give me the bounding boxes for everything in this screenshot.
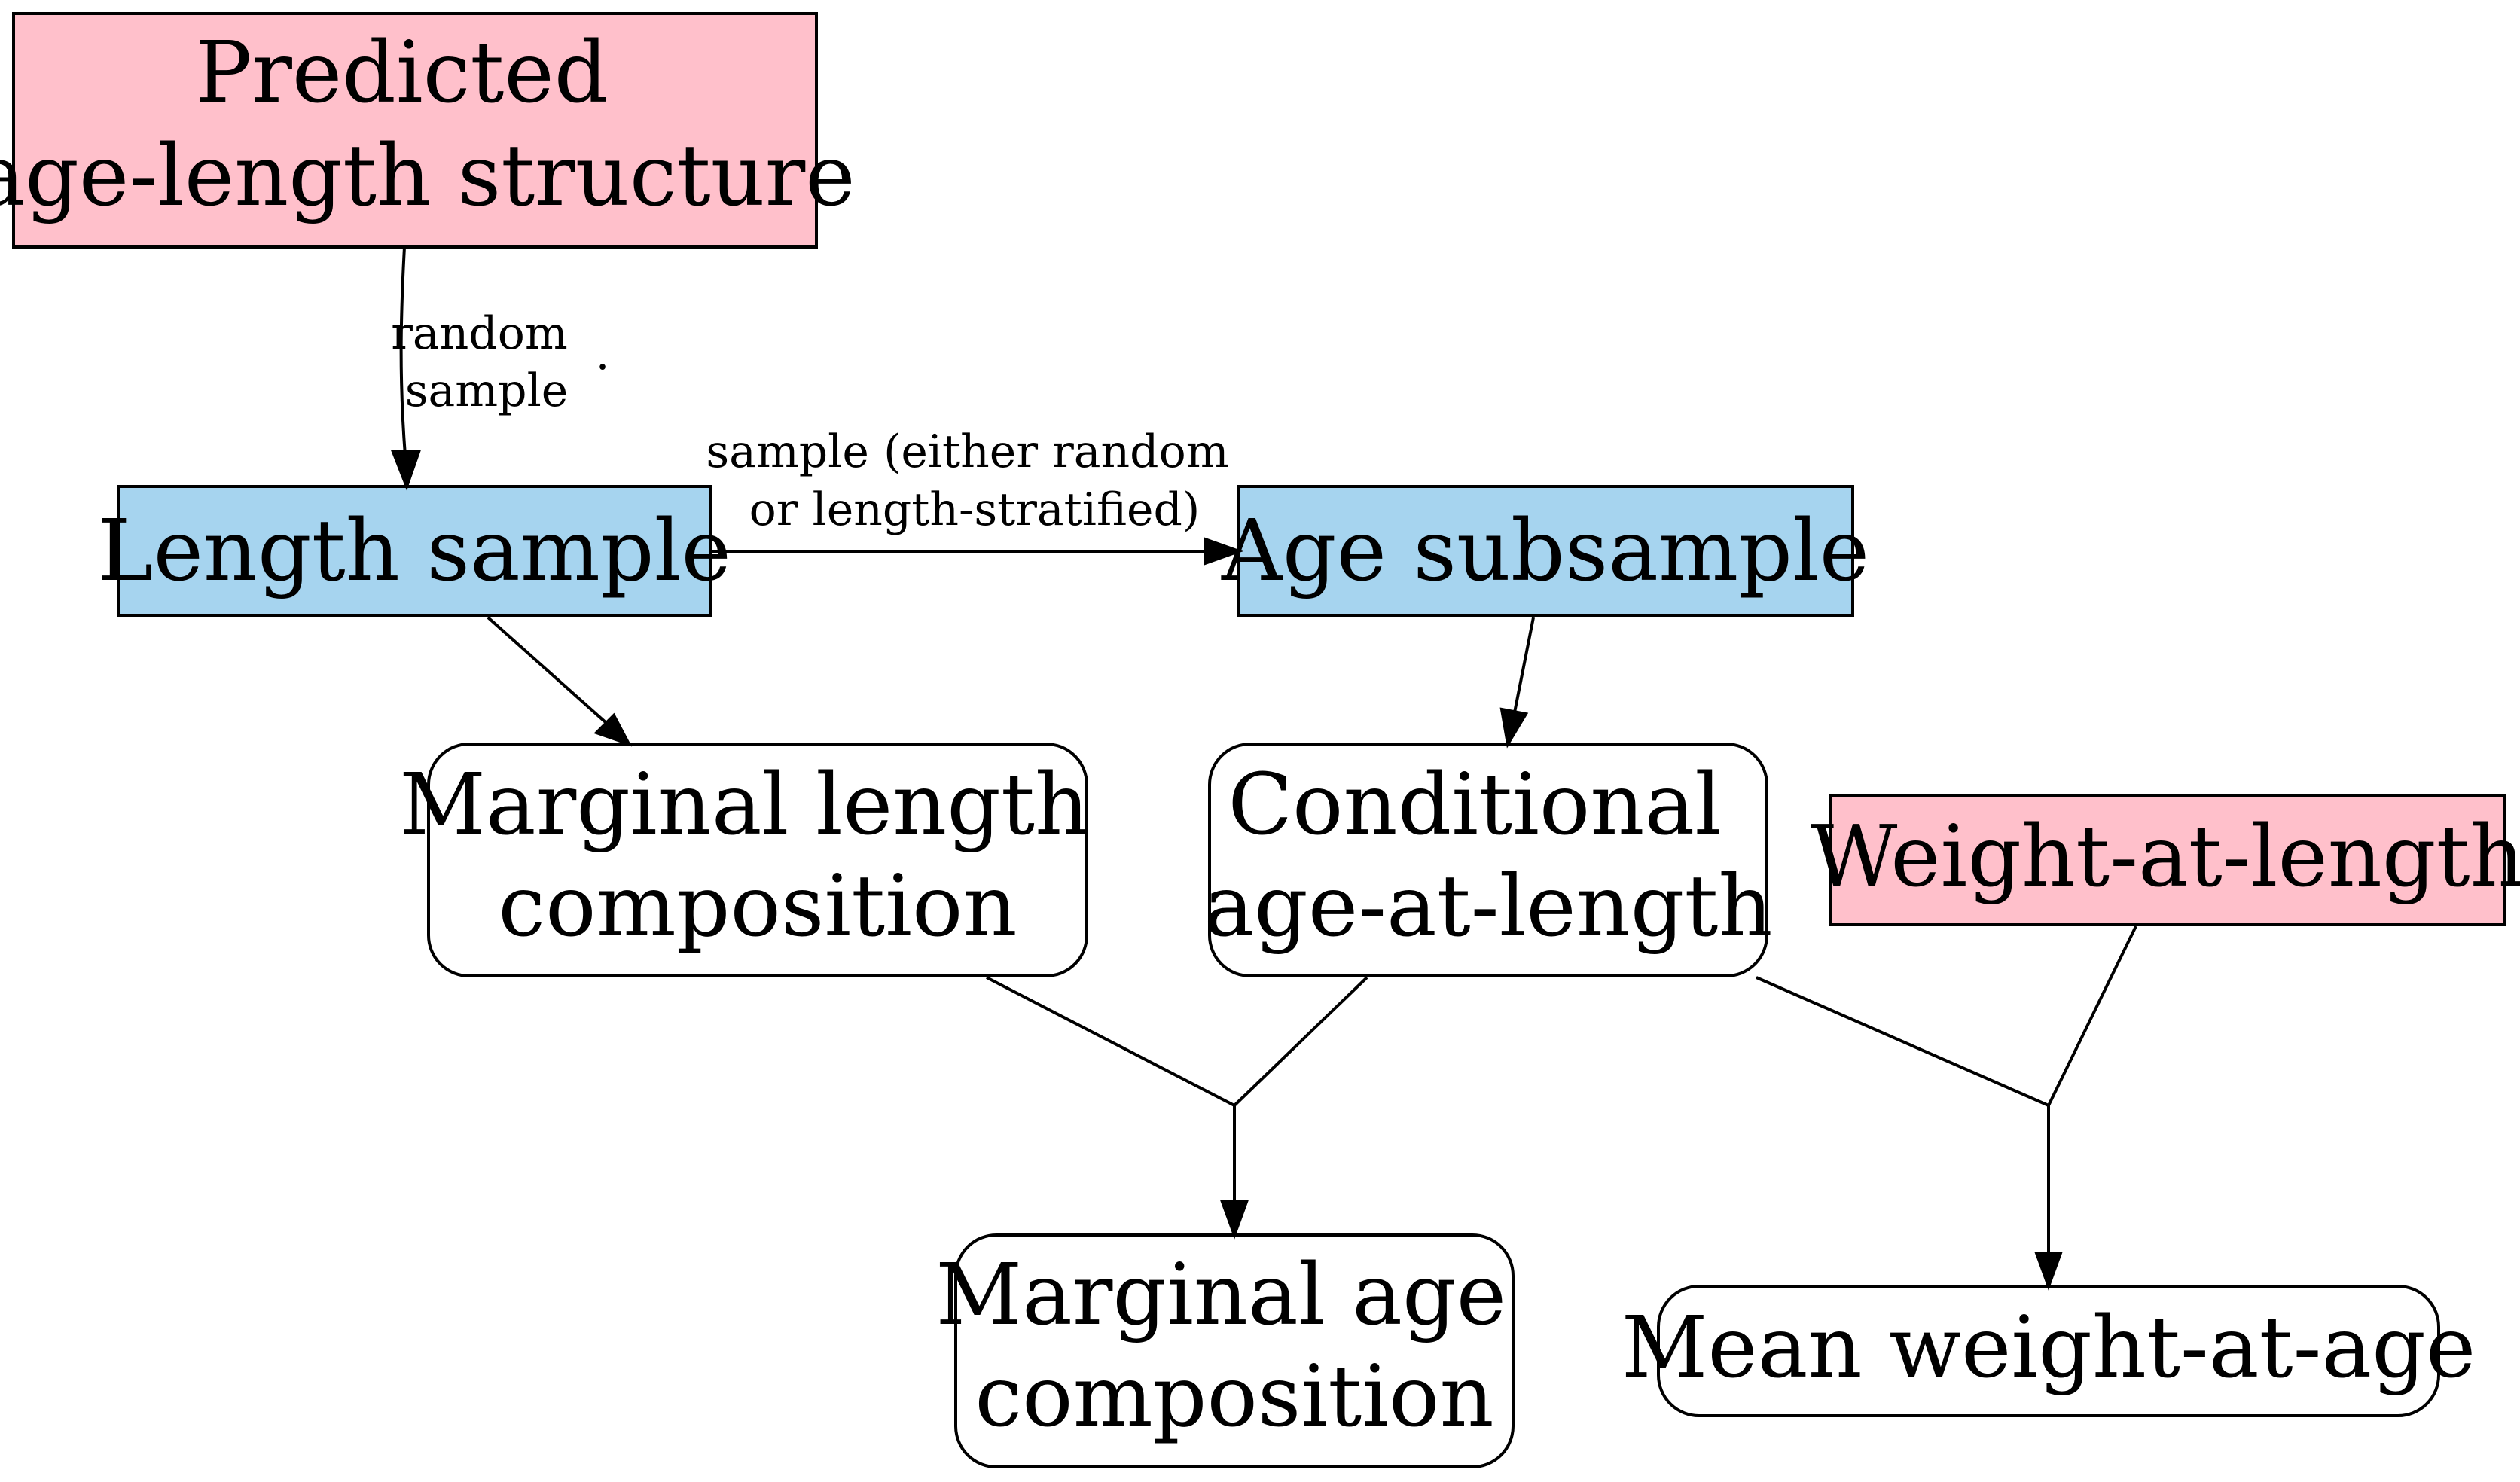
node-mean-weight-label: Mean weight-at-age: [1622, 1299, 2476, 1397]
edge-age-to-conditional-line: [1513, 617, 1535, 713]
edge-age-to-conditional: [1499, 617, 1535, 749]
edge-predicted-to-length-line: [399, 246, 407, 456]
edge-mean-weight-arrow: [2034, 1252, 2063, 1291]
edge-random-sample-label: random sample: [391, 307, 582, 417]
node-age-subsample[interactable]: Age subsample: [1221, 485, 1869, 618]
node-marginal-age[interactable]: Marginal age composition: [935, 1233, 1533, 1468]
edge-age-to-conditional-arrow: [1499, 707, 1529, 749]
node-marginal-length[interactable]: Marginal length composition: [399, 743, 1116, 977]
node-length-sample-label: Length sample: [97, 502, 731, 600]
node-marginal-length-label: Marginal length composition: [399, 756, 1116, 956]
edge-weight-join-line: [2047, 925, 2137, 1106]
node-weight-at-length-label: Weight-at-length: [1811, 808, 2520, 906]
stray-dot: .: [595, 328, 609, 380]
edge-stratified-sample-label: sample (either random or length-stratifi…: [706, 425, 1243, 536]
edge-predicted-to-length-arrow: [391, 450, 421, 491]
node-conditional-age-box: [1208, 743, 1768, 977]
edge-predicted-to-length: [391, 246, 421, 491]
node-predicted-structure-box: [12, 12, 818, 249]
edge-to-mean-weight: [1756, 925, 2137, 1291]
edge-conditional-join-line: [1233, 976, 1368, 1107]
edge-to-marginal-age: [986, 976, 1368, 1240]
edge-length-to-age-arrow: [1204, 537, 1243, 566]
node-predicted-structure[interactable]: Predicted age-length structure: [0, 12, 856, 249]
node-age-subsample-label: Age subsample: [1221, 502, 1869, 600]
node-mean-weight[interactable]: Mean weight-at-age: [1622, 1285, 2476, 1417]
edge-length-to-age: [710, 537, 1243, 566]
node-marginal-length-box: [427, 743, 1088, 977]
edge-marginal-age-arrow: [1220, 1200, 1249, 1240]
edge-conditional-weight-join-line: [1756, 976, 2049, 1107]
node-weight-at-length[interactable]: Weight-at-length: [1811, 794, 2520, 926]
edge-length-to-marginal-length-line: [487, 616, 608, 724]
node-weight-at-length-box: [1829, 794, 2506, 926]
edge-length-to-marginal-length-arrow: [593, 712, 633, 747]
node-marginal-age-label: Marginal age composition: [935, 1246, 1533, 1446]
node-length-sample[interactable]: Length sample: [97, 485, 731, 618]
edge-length-to-marginal-length: [487, 616, 633, 747]
edge-marginal-length-join-line: [986, 976, 1235, 1107]
node-predicted-structure-label: Predicted age-length structure: [0, 24, 856, 225]
node-conditional-age[interactable]: Conditional age-at-length: [1204, 743, 1773, 977]
node-conditional-age-label: Conditional age-at-length: [1204, 756, 1772, 956]
node-age-subsample-box: [1237, 485, 1854, 618]
